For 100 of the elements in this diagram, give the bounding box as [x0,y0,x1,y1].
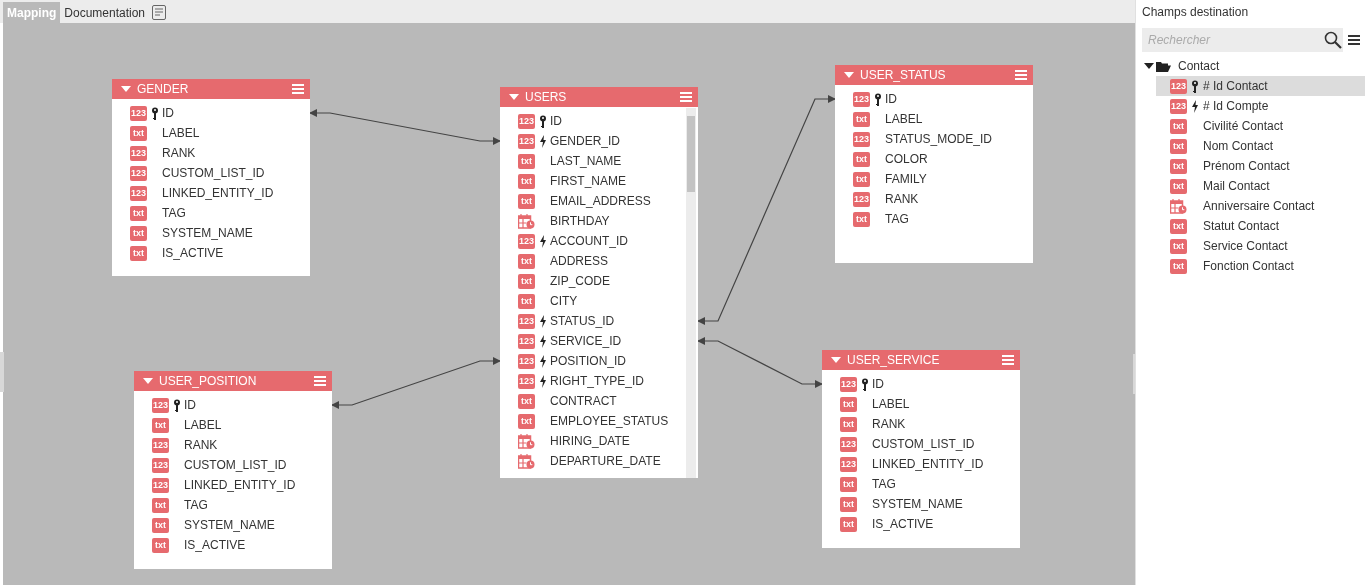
field-name: SYSTEM_NAME [162,226,253,240]
table-title: USER_STATUS [860,68,947,82]
type-badge: txt [840,416,857,432]
field-name: ADDRESS [550,254,608,268]
type-badge: txt [152,417,169,433]
field-name: TAG [162,206,186,220]
type-badge: txt [853,111,870,127]
field-name: TAG [872,477,896,491]
field-name: RANK [872,417,906,431]
table-title: GENDER [137,82,190,96]
field-name: CONTRACT [550,394,617,408]
type-badge: txt [518,153,535,169]
field-name: ZIP_CODE [550,274,610,288]
type-badge: 123 [840,436,857,452]
type-badge: txt [1170,158,1187,174]
field-name: CUSTOM_LIST_ID [162,166,265,180]
type-badge: 123 [840,456,857,472]
type-badge: txt [130,245,147,261]
tree-label: Fonction Contact [1203,259,1294,273]
tab: Mapping [3,2,61,23]
field-name: EMAIL_ADDRESS [550,194,651,208]
field-name: ID [162,106,174,120]
type-badge: 123 [152,437,169,453]
field-name: LABEL [184,418,222,432]
type-badge: 123 [853,131,870,147]
type-badge: 123 [518,113,535,129]
type-badge: 123 [1170,98,1187,114]
field-name: LABEL [162,126,200,140]
type-badge: txt [518,293,535,309]
field-name: POSITION_ID [550,354,626,368]
type-badge: 123 [130,165,147,181]
type-badge: txt [853,151,870,167]
field-name: LABEL [872,397,910,411]
field-name: CUSTOM_LIST_ID [184,458,287,472]
tree-label: Contact [1178,59,1220,73]
connector-arrow [697,337,823,388]
field-name: HIRING_DATE [550,434,630,448]
type-badge: txt [130,205,147,221]
field-name: DEPARTURE_DATE [550,454,661,468]
type-badge: 123 [130,145,147,161]
field-name: ID [872,377,884,391]
type-badge: 123 [518,333,535,349]
type-badge: 123 [130,185,147,201]
table-title: USER_SERVICE [847,353,941,367]
type-badge: 123 [518,353,535,369]
selected-tree-row [1156,76,1365,96]
type-badge: txt [840,476,857,492]
field-name: LABEL [885,112,923,126]
search-field: Rechercher [1142,28,1343,52]
field-name: CITY [550,294,578,308]
field-name: SERVICE_ID [550,334,622,348]
type-badge: txt [1170,258,1187,274]
type-badge: 123 [130,105,147,121]
field-name: STATUS_MODE_ID [885,132,992,146]
field-name: IS_ACTIVE [872,517,934,531]
type-badge: 123 [840,376,857,392]
field-name: IS_ACTIVE [162,246,224,260]
field-name: ID [184,398,196,412]
table-card [822,350,1020,548]
type-badge: txt [1170,178,1187,194]
field-name: TAG [184,498,208,512]
type-badge: txt [152,497,169,513]
field-name: SYSTEM_NAME [184,518,275,532]
type-badge: 123 [853,191,870,207]
field-name: BIRTHDAY [550,214,610,228]
field-name: EMPLOYEE_STATUS [550,414,669,428]
type-badge: txt [840,396,857,412]
connector-arrow [309,109,501,145]
type-badge: 123 [152,457,169,473]
field-name: LINKED_ENTITY_ID [184,478,296,492]
field-name: ACCOUNT_ID [550,234,628,248]
tree-label: # Id Contact [1203,79,1268,93]
field-name: STATUS_ID [550,314,615,328]
type-badge: 123 [518,133,535,149]
field-name: SYSTEM_NAME [872,497,963,511]
connector-arrow [697,95,836,325]
table-card [112,79,310,276]
field-name: LINKED_ENTITY_ID [872,457,984,471]
type-badge: txt [152,537,169,553]
tree-label: Service Contact [1203,239,1288,253]
field-name: RANK [184,438,218,452]
field-name: GENDER_ID [550,134,620,148]
field-name: LAST_NAME [550,154,622,168]
type-badge: txt [518,193,535,209]
tree-label: Anniversaire Contact [1203,199,1315,213]
connector-arrow [331,357,501,409]
type-badge: 123 [518,373,535,389]
table-card [500,87,698,478]
field-name: ID [550,114,562,128]
field-name: FIRST_NAME [550,174,626,188]
type-badge: 123 [518,233,535,249]
type-badge: txt [152,517,169,533]
type-badge: txt [518,273,535,289]
table-card [835,65,1033,263]
type-badge: 123 [152,397,169,413]
table-title: USER_POSITION [159,374,258,388]
field-name: TAG [885,212,909,226]
type-badge: txt [1170,238,1187,254]
field-name: RANK [885,192,919,206]
type-badge: txt [130,125,147,141]
